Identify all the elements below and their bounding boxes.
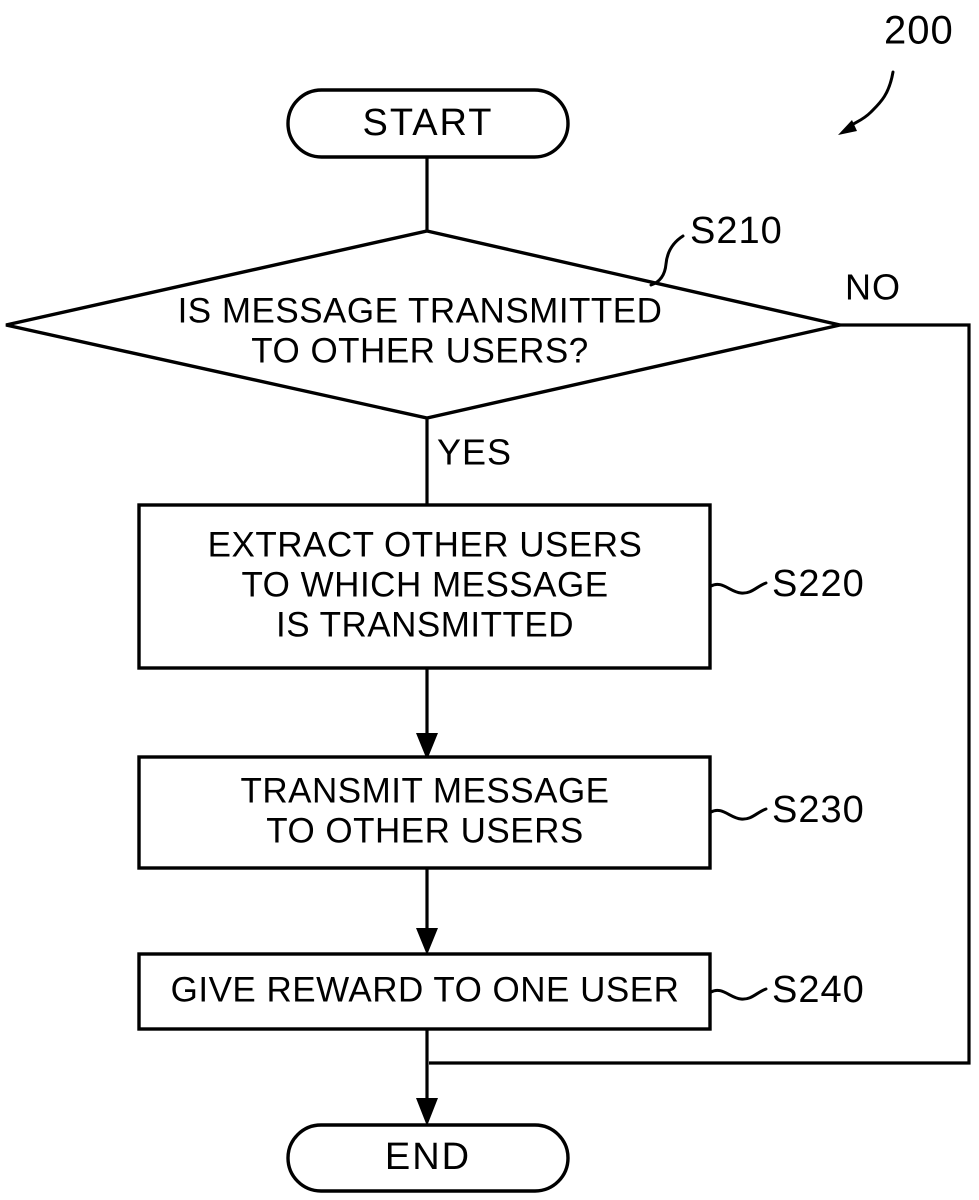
arrowhead-reward-to-end: [416, 1098, 438, 1126]
node-start[interactable]: START: [286, 88, 570, 159]
extract-label-line1: EXTRACT OTHER USERS: [208, 525, 643, 564]
arrowhead-transmit-to-reward: [416, 928, 438, 955]
step-ref-s240-group: S240: [709, 969, 865, 1011]
arrowhead-extract-to-transmit: [416, 733, 438, 760]
node-transmit[interactable]: TRANSMIT MESSAGE TO OTHER USERS: [137, 755, 712, 870]
extract-process-shape: [137, 503, 712, 670]
step-ref-s210-leader: [649, 234, 685, 287]
figure-leader-line: [847, 70, 895, 129]
figure-reference-group: 200: [838, 9, 954, 135]
node-decision[interactable]: IS MESSAGE TRANSMITTED TO OTHER USERS?: [5, 229, 841, 420]
step-ref-s210-group: S210: [649, 210, 783, 287]
end-label: END: [385, 1136, 471, 1178]
end-terminator-shape: [286, 1123, 570, 1193]
branch-label-no: NO: [845, 267, 901, 308]
step-ref-s220-group: S220: [709, 563, 865, 605]
figure-reference-label: 200: [884, 9, 954, 53]
decision-label-line1: IS MESSAGE TRANSMITTED: [178, 291, 663, 330]
extract-label-line3: IS TRANSMITTED: [276, 605, 574, 644]
step-ref-s240-label: S240: [772, 969, 865, 1011]
extract-label-line2: TO WHICH MESSAGE: [241, 565, 608, 604]
transmit-process-shape: [137, 755, 712, 870]
start-label: START: [362, 102, 493, 144]
node-reward[interactable]: GIVE REWARD TO ONE USER: [137, 952, 712, 1031]
node-extract[interactable]: EXTRACT OTHER USERS TO WHICH MESSAGE IS …: [137, 503, 712, 670]
edge-no-branch: [429, 323, 971, 1065]
step-ref-s210-label: S210: [690, 210, 783, 252]
step-ref-s220-label: S220: [772, 563, 865, 605]
transmit-label-line2: TO OTHER USERS: [266, 811, 584, 850]
step-ref-s230-label: S230: [772, 789, 865, 831]
node-end[interactable]: END: [286, 1123, 570, 1193]
step-ref-s240-leader: [709, 987, 768, 1001]
transmit-label-line1: TRANSMIT MESSAGE: [240, 771, 609, 810]
figure-leader-arrowhead: [838, 120, 857, 135]
branch-label-yes: YES: [437, 432, 512, 473]
step-ref-s230-leader: [709, 807, 768, 821]
step-ref-s230-group: S230: [709, 789, 865, 831]
reward-label-line1: GIVE REWARD TO ONE USER: [171, 970, 680, 1009]
decision-label-line2: TO OTHER USERS?: [251, 331, 588, 370]
step-ref-s220-leader: [709, 581, 768, 595]
